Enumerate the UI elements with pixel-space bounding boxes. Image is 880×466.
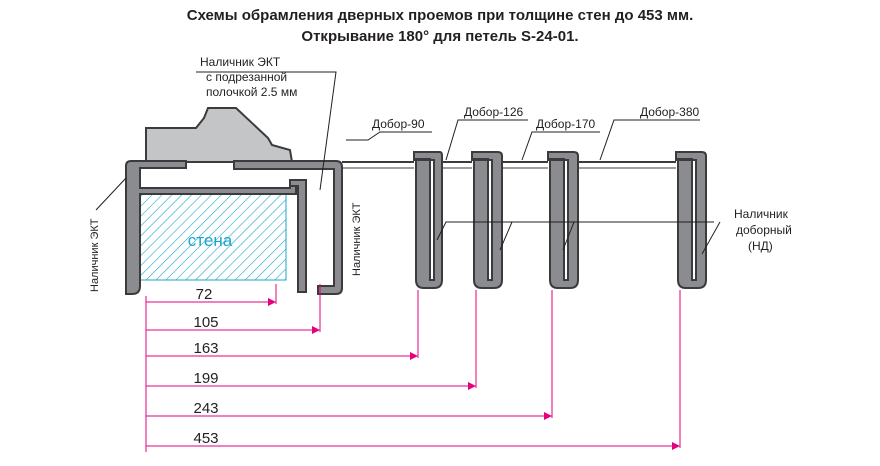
dimension-453: 453: [193, 430, 218, 447]
diagram-title-line-1: Схемы обрамления дверных проемов при тол…: [187, 7, 694, 24]
casing-ekt-right-inner: [289, 179, 307, 293]
dimension-163: 163: [193, 340, 218, 357]
label-dobor-170: Добор-170: [536, 117, 596, 131]
label-nd-1: Наличник: [734, 207, 789, 221]
leader-lines: [95, 71, 721, 255]
dimension-lines: [145, 284, 681, 452]
label-dobor-90: Добор-90: [372, 117, 425, 131]
label-nd-3: (НД): [748, 239, 773, 253]
casing-ekt-trimmed: [233, 160, 343, 295]
dimension-105: 105: [193, 314, 218, 331]
label-casing-trimmed-1: Наличник ЭКТ: [200, 55, 281, 69]
label-casing-ekt-left-vertical: Наличник ЭКТ: [89, 218, 101, 292]
label-dobor-126: Добор-126: [464, 105, 524, 119]
dobor-90-profile: [413, 151, 443, 289]
dimension-72: 72: [196, 286, 213, 303]
label-casing-ekt-right-vertical: Наличник ЭКТ: [351, 202, 363, 276]
dobor-126-profile: [471, 151, 503, 289]
label-dobor-380: Добор-380: [640, 105, 700, 119]
diagram-title-line-2: Открывание 180° для петель S-24-01.: [301, 28, 578, 45]
label-nd-2: доборный: [736, 223, 792, 237]
label-casing-trimmed-2: с подрезанной: [206, 70, 287, 84]
label-casing-trimmed-3: полочкой 2.5 мм: [206, 85, 297, 99]
door-box-frame: [145, 107, 294, 163]
wall-label: стена: [188, 231, 233, 250]
dimension-243: 243: [193, 400, 218, 417]
dobor-170-profile: [547, 151, 579, 289]
wall-hatch: [137, 187, 287, 281]
dobor-380-profile: [675, 151, 707, 289]
dobor-rails: [342, 161, 676, 169]
dimension-199: 199: [193, 370, 218, 387]
